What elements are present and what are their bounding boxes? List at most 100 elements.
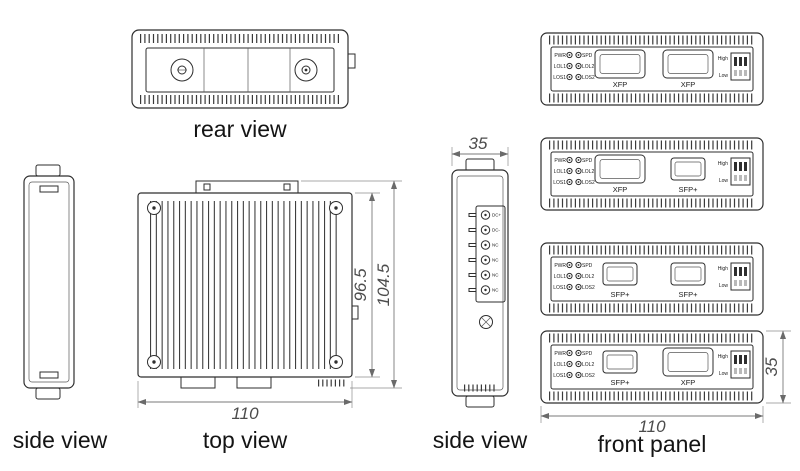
panel-face [550, 46, 754, 92]
side-right-top-tab [465, 158, 495, 172]
led-block: PWR SPD LOL1 LOL2 LOS1 LOS2 [553, 156, 595, 186]
terminal-block: DC+ DC- NC NC NC NC [468, 205, 506, 303]
panel-face [550, 151, 754, 197]
side-left-bottom-tab [35, 387, 61, 400]
dim-label-panel-width: 110 [638, 417, 666, 436]
led-label: LOS2 [582, 285, 595, 291]
side-view-right-caption: side view [433, 427, 528, 453]
dim-label-top-width: 110 [231, 404, 259, 423]
top-mounting-tab [195, 180, 299, 194]
rear-body [131, 29, 349, 109]
rear-side-tab [347, 53, 356, 69]
led-block: PWR SPD LOL1 LOL2 LOS1 LOS2 [553, 51, 595, 81]
corner-screw-icon [147, 201, 161, 215]
led-label: LOS1 [553, 180, 566, 186]
led-label: SPD [582, 263, 593, 269]
led-block: PWR SPD LOL1 LOL2 LOS1 LOS2 [553, 349, 595, 379]
panel-face [550, 344, 754, 390]
dim-label-panel-height: 35 [762, 357, 781, 376]
side-left-top-slot [39, 185, 59, 193]
dip-low-label: Low [719, 178, 729, 184]
dip-low-label: Low [719, 283, 729, 289]
port-label: SFP+ [611, 378, 631, 387]
front-panel-variant-2: PWR SPD LOL1 LOL2 LOS1 LOS2 XFP SFP+ Hig… [540, 137, 764, 211]
led-block: PWR SPD LOL1 LOL2 LOS1 LOS2 [553, 261, 595, 291]
dip-high-label: High [718, 354, 729, 360]
side-view-left-caption: side view [13, 427, 108, 453]
front-panel-caption: front panel [598, 431, 707, 457]
dip-switch-block [730, 52, 751, 81]
side-right-inner [456, 175, 504, 391]
side-view-right-dimension: 35 [451, 134, 509, 166]
led-label: SPD [582, 351, 593, 357]
led-label: LOS2 [582, 373, 595, 379]
rear-view-caption: rear view [193, 116, 287, 142]
led-label: LOS1 [553, 75, 566, 81]
rear-connector-right-icon [294, 58, 318, 82]
terminal-label: NC [492, 288, 499, 293]
led-label: PWR [554, 158, 566, 164]
corner-screw-icon [329, 355, 343, 369]
led-label: PWR [554, 351, 566, 357]
top-side-bump [351, 305, 359, 320]
side-view-right-drawing: DC+ DC- NC NC NC NC [451, 158, 509, 408]
side-left-bottom-slot [39, 371, 59, 379]
led-label: LOL2 [582, 362, 594, 368]
terminal-label: NC [492, 273, 499, 278]
dip-switch-block [730, 262, 751, 291]
dim-label-outer-height: 104.5 [374, 263, 393, 306]
xfp-port-opening [662, 347, 714, 377]
xfp-port-opening [594, 49, 646, 79]
led-label: LOL1 [554, 169, 566, 175]
side-right-bottom-tab [465, 395, 495, 408]
led-label: LOL2 [582, 274, 594, 280]
led-label: LOL2 [582, 64, 594, 70]
port-label: XFP [613, 80, 628, 89]
top-view-dimensions: 96.5 104.5 110 [137, 180, 402, 423]
dim-label-inner-height: 96.5 [351, 268, 370, 302]
port-label: SFP+ [679, 290, 699, 299]
led-label: PWR [554, 263, 566, 269]
top-body [137, 192, 353, 378]
top-tab-hole [203, 183, 211, 191]
top-foot [236, 376, 272, 389]
terminal-label: DC- [492, 228, 500, 233]
sfp-port-opening [670, 262, 706, 286]
rear-view-drawing [131, 29, 356, 109]
sfp-port-opening [602, 350, 638, 374]
sfp-port-opening [670, 157, 706, 181]
rear-connector-left-icon [170, 58, 194, 82]
led-label: LOS1 [553, 285, 566, 291]
corner-screw-icon [329, 201, 343, 215]
dip-switch-block [730, 157, 751, 186]
panel-face [550, 256, 754, 302]
top-foot [180, 376, 216, 389]
port-label: XFP [681, 80, 696, 89]
led-label: LOS2 [582, 75, 595, 81]
led-label: LOL1 [554, 64, 566, 70]
corner-screw-icon [147, 355, 161, 369]
dim-label-side-width: 35 [469, 134, 488, 153]
led-label: LOS2 [582, 180, 595, 186]
top-view-drawing [137, 180, 359, 389]
front-panel-variant-4: PWR SPD LOL1 LOL2 LOS1 LOS2 SFP+ XFP Hig… [540, 330, 764, 404]
front-panel-variant-1: PWR SPD LOL1 LOL2 LOS1 LOS2 XFP XFP High… [540, 32, 764, 106]
side-left-inner [28, 181, 70, 383]
terminal-label: NC [492, 258, 499, 263]
top-view-caption: top view [203, 427, 288, 453]
led-label: LOL2 [582, 169, 594, 175]
front-panel-dimensions: 35 110 [540, 330, 791, 436]
xfp-port-opening [594, 154, 646, 184]
port-label: XFP [613, 185, 628, 194]
dip-high-label: High [718, 56, 729, 62]
port-label: SFP+ [679, 185, 699, 194]
dip-low-label: Low [719, 371, 729, 377]
led-label: PWR [554, 53, 566, 59]
sfp-port-opening [602, 262, 638, 286]
led-label: LOS1 [553, 373, 566, 379]
top-tab-hole [283, 183, 291, 191]
ground-screw-icon [479, 315, 493, 329]
terminal-label: NC [492, 243, 499, 248]
